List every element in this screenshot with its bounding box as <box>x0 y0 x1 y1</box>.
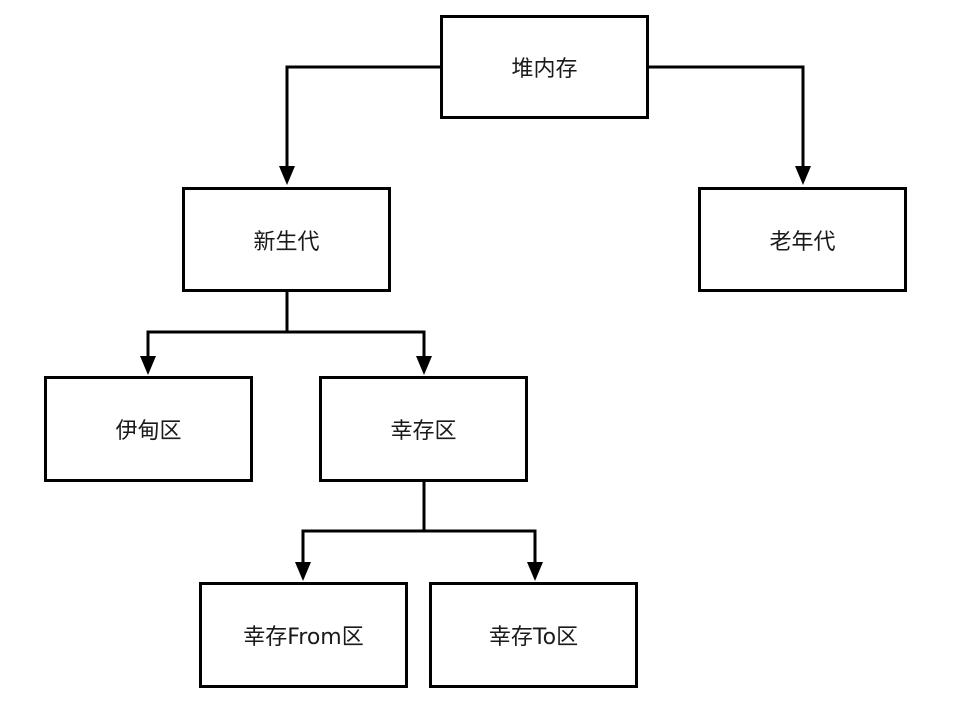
arrowhead-heap-old <box>795 166 811 185</box>
arrowhead-survivor-from <box>295 562 311 581</box>
edge-young-survivor <box>287 330 426 360</box>
node-survivor-from-label: 幸存From区 <box>243 625 364 650</box>
edge-survivor-from <box>301 529 424 566</box>
node-old-generation: 老年代 <box>698 187 907 292</box>
node-young-generation: 新生代 <box>182 187 391 292</box>
arrowhead-young-eden <box>140 356 156 375</box>
node-heap-memory-label: 堆内存 <box>511 57 578 82</box>
node-young-generation-label: 新生代 <box>253 229 320 255</box>
node-eden-space-label: 伊甸区 <box>115 419 182 444</box>
node-survivor-from: 幸存From区 <box>199 582 408 688</box>
edge-heap-old <box>649 65 805 170</box>
node-eden-space: 伊甸区 <box>44 376 253 482</box>
node-old-generation-label: 老年代 <box>769 229 836 255</box>
edge-heap-young <box>285 65 440 170</box>
edge-young-eden <box>146 330 287 360</box>
arrowhead-survivor-to <box>527 562 543 581</box>
edge-survivor-to <box>424 529 537 566</box>
node-survivor-to: 幸存To区 <box>429 582 638 688</box>
node-heap-memory: 堆内存 <box>440 15 649 119</box>
node-survivor-to-label: 幸存To区 <box>488 625 579 650</box>
node-survivor-space-label: 幸存区 <box>390 419 457 444</box>
arrowhead-heap-young <box>279 166 295 185</box>
node-survivor-space: 幸存区 <box>319 376 528 482</box>
arrowhead-young-survivor <box>416 356 432 375</box>
